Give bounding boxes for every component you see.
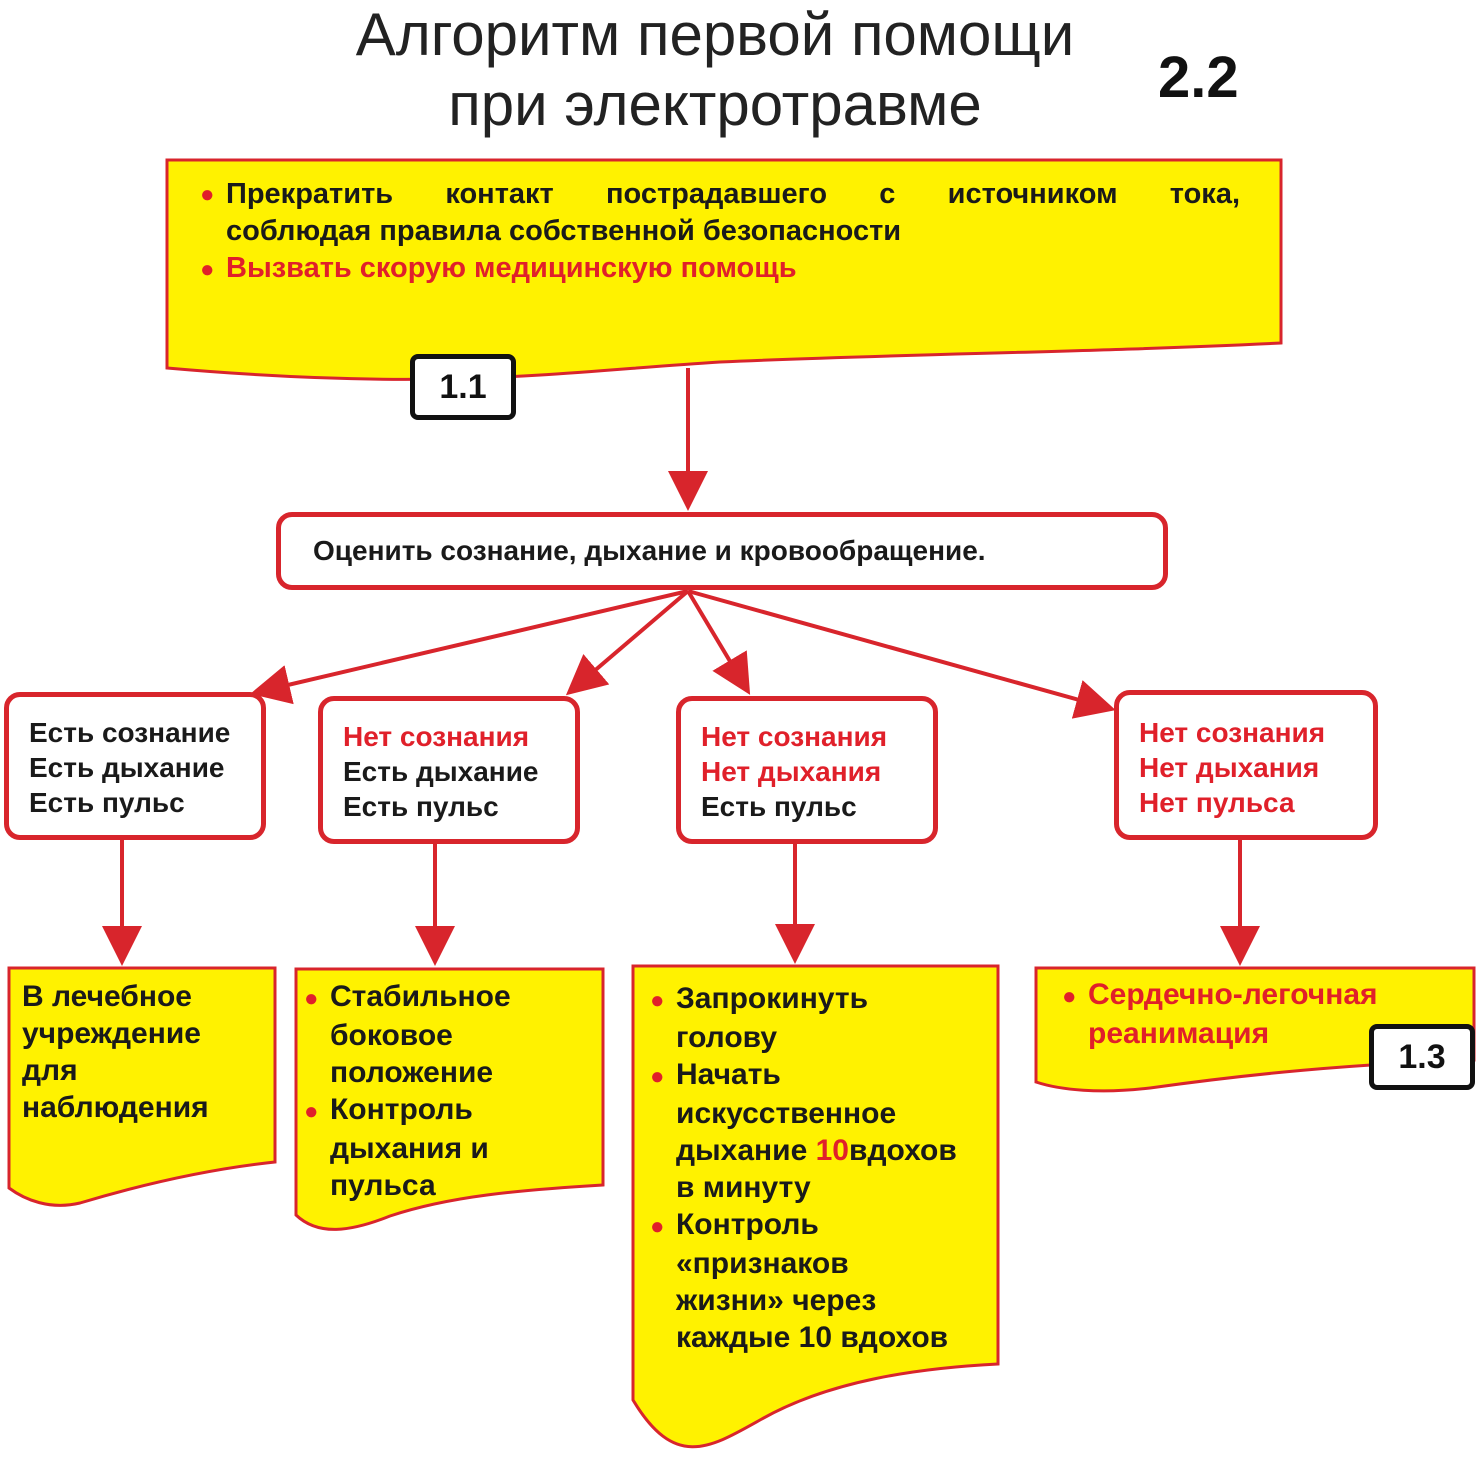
condition-3-line-2: Нет дыхания <box>701 756 882 787</box>
top-item-2-text: Вызвать скорую медицинскую помощь <box>226 252 797 284</box>
section-number: 2.2 <box>1158 45 1239 110</box>
condition-4-line-1: Нет сознания <box>1139 717 1326 748</box>
top-item-2: ● Вызвать скорую медицинскую помощь <box>200 250 1240 288</box>
condition-4-line-2: Нет дыхания <box>1139 752 1320 783</box>
breaths-count: 10 <box>815 1134 849 1167</box>
action-3-item-3: ● Контроль «признаков жизни» через каждые… <box>650 1206 957 1356</box>
condition-box-1: Есть сознание Есть дыхание Есть пульс <box>4 692 266 840</box>
ref-badge-1-3: 1.3 <box>1369 1024 1475 1090</box>
action-3-item-2-line-4: в минуту <box>676 1171 811 1204</box>
bullet-icon: ● <box>650 1213 665 1240</box>
action-3-item-1: ● Запрокинуть голову <box>650 980 957 1056</box>
action-3-item-1-line-2: голову <box>676 1021 778 1054</box>
bullet-icon: ● <box>200 181 215 208</box>
arrow-to-condition-4 <box>687 589 1116 719</box>
action-1-line-2: учреждение <box>22 1017 201 1050</box>
action-4-line-1: Сердечно-легочная <box>1088 978 1378 1011</box>
action-2-shape <box>294 967 605 1231</box>
action-3-item-2-line-2: искусственное <box>676 1097 897 1130</box>
arrow-to-condition-2 <box>565 589 690 696</box>
action-3-item-3-line-2: «признаков <box>676 1247 849 1280</box>
top-note-shape <box>165 158 1283 381</box>
condition-2-line-3: Есть пульс <box>343 791 499 822</box>
action-2-item-1-line-1: Стабильное <box>330 980 511 1013</box>
action-2-text: ● Стабильное боковое положение ● Контроль … <box>304 978 511 1204</box>
action-3-item-2-line-3: дыхание 10вдохов <box>650 1132 957 1169</box>
action-3-item-3-line-3: жизни» через <box>676 1284 877 1317</box>
bullet-icon: ● <box>1062 983 1077 1010</box>
bullet-icon: ● <box>304 985 319 1012</box>
arrow-to-condition-3 <box>686 589 751 695</box>
action-3-item-1-line-1: Запрокинуть <box>676 982 869 1015</box>
action-1-line-3: для <box>22 1054 78 1087</box>
top-item-1-line-1: Прекратить контакт пострадавшего с источ… <box>226 178 1240 210</box>
action-2-item-2-line-2: дыхания и <box>330 1132 489 1165</box>
action-2-item-1: ● Стабильное боковое положение <box>304 978 511 1091</box>
action-1-line-1: В лечебное <box>22 980 192 1013</box>
action-3-shape <box>631 964 1000 1449</box>
top-item-1-line-2: соблюдая правила собственной безопасност… <box>226 215 902 247</box>
action-3-item-3-line-4: каждые 10 вдохов <box>676 1321 949 1354</box>
top-item-1: ● Прекратить контакт пострадавшего с ист… <box>200 176 1240 213</box>
action-2-item-2-line-1: Контроль <box>330 1093 473 1126</box>
action-1-shape <box>7 966 277 1207</box>
page-title: Алгоритм первой помощи при электротравме <box>250 0 1180 140</box>
action-3-item-2-line-1: Начать <box>676 1058 781 1091</box>
bullet-icon: ● <box>650 1063 665 1090</box>
condition-box-4: Нет сознания Нет дыхания Нет пульса <box>1114 690 1378 840</box>
action-3-item-3-line-1: Контроль <box>676 1208 819 1241</box>
bullet-icon: ● <box>200 256 215 283</box>
action-3-text: ● Запрокинуть голову ● Начать искусственно… <box>650 980 957 1356</box>
action-2-item-2-line-3: пульса <box>330 1169 436 1202</box>
condition-1-line-2: Есть дыхание <box>29 752 225 783</box>
condition-2-line-1: Нет сознания <box>343 721 530 752</box>
title-line-1: Алгоритм первой помощи <box>355 1 1075 68</box>
action-2-item-2: ● Контроль дыхания и пульса <box>304 1091 511 1204</box>
assess-label: Оценить сознание, дыхание и кровообращен… <box>313 535 986 566</box>
condition-1-line-3: Есть пульс <box>29 787 185 818</box>
action-3-item-2-line-3-pre: дыхание <box>676 1134 816 1167</box>
condition-1-line-1: Есть сознание <box>29 717 231 748</box>
action-2-item-1-line-2: боковое <box>330 1019 453 1052</box>
action-2-item-1-line-3: положение <box>330 1056 494 1089</box>
action-1-text: В лечебное учреждение для наблюдения <box>22 978 209 1126</box>
action-1-line-4: наблюдения <box>22 1091 209 1124</box>
condition-2-line-2: Есть дыхание <box>343 756 539 787</box>
arrow-to-condition-1 <box>250 589 689 705</box>
condition-box-3: Нет сознания Нет дыхания Есть пульс <box>676 696 938 844</box>
action-3-item-2-line-3-post: вдохов <box>849 1134 957 1167</box>
condition-3-line-3: Есть пульс <box>701 791 857 822</box>
title-line-2: при электротравме <box>448 71 982 138</box>
bullet-icon: ● <box>650 987 665 1014</box>
condition-4-line-3: Нет пульса <box>1139 787 1295 818</box>
action-3-item-2: ● Начать искусственное дыхание 10вдохов в… <box>650 1056 957 1206</box>
action-4-line-2: реанимация <box>1088 1017 1270 1050</box>
top-note-text: ● Прекратить контакт пострадавшего с ист… <box>200 176 1240 288</box>
condition-box-2: Нет сознания Есть дыхание Есть пульс <box>318 696 580 844</box>
action-4-text: ● Сердечно-легочная реанимация <box>1062 976 1378 1052</box>
condition-3-line-1: Нет сознания <box>701 721 888 752</box>
bullet-icon: ● <box>304 1098 319 1125</box>
assess-box: Оценить сознание, дыхание и кровообращен… <box>276 512 1168 590</box>
ref-badge-1-1: 1.1 <box>410 354 516 420</box>
